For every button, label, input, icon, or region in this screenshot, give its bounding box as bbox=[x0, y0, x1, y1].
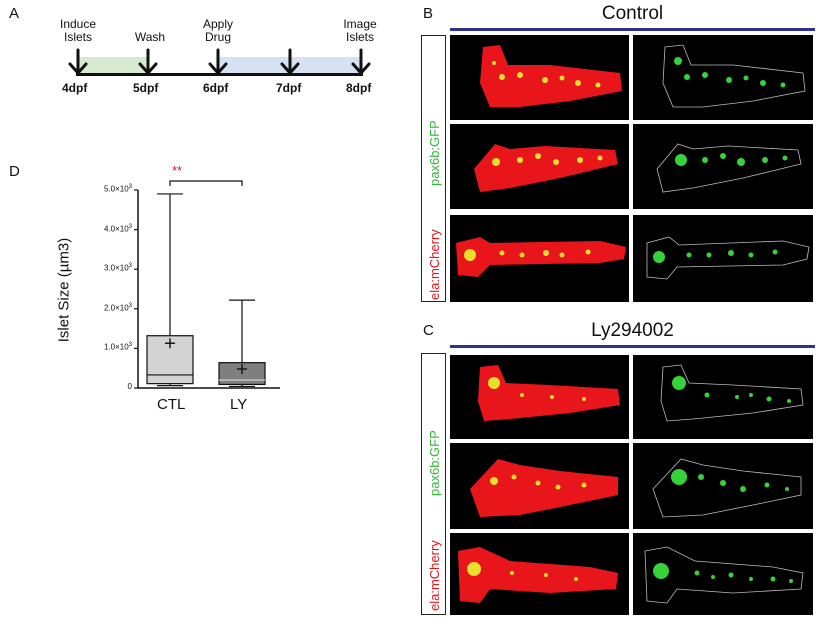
channel-label-mcherry: ela:mCherry bbox=[427, 229, 442, 300]
box-ly bbox=[218, 299, 266, 388]
arrow-down-icon bbox=[280, 48, 300, 75]
control-merge-image-2 bbox=[450, 124, 629, 209]
control-merge-image-1 bbox=[450, 35, 629, 120]
control-merge-image-3 bbox=[450, 215, 629, 302]
channel-label-mcherry: ela:mCherry bbox=[427, 540, 442, 611]
y-tick-label: 2.0×103 bbox=[103, 302, 132, 313]
day-label: 4dpf bbox=[62, 81, 88, 95]
panel-c-label: C bbox=[423, 322, 434, 339]
arrow-down-icon bbox=[208, 48, 228, 75]
y-tick-label: 5.0×103 bbox=[103, 184, 132, 194]
y-tick-label: 4.0×103 bbox=[103, 223, 132, 234]
channel-label-gfp: pax6b:GFP bbox=[427, 120, 442, 186]
ly-gfp-image-1 bbox=[633, 355, 813, 439]
significance-marker: ** bbox=[172, 163, 183, 178]
y-tick-label: 0 bbox=[127, 382, 132, 391]
event-label-wash: Wash bbox=[134, 30, 166, 44]
panel-b-title-bar bbox=[450, 28, 815, 31]
arrow-down-icon bbox=[138, 48, 158, 75]
panel-c-title-bar bbox=[450, 345, 815, 348]
panel-b-channel-key: pax6b:GFP ela:mCherry bbox=[421, 35, 446, 302]
y-tick-label: 3.0×103 bbox=[103, 263, 132, 273]
induce-period-band bbox=[78, 57, 149, 75]
panel-a-label: A bbox=[9, 5, 20, 22]
box-plot bbox=[134, 180, 280, 389]
category-label-ctl: CTL bbox=[157, 396, 186, 413]
channel-label-gfp: pax6b:GFP bbox=[427, 430, 442, 496]
timeline-arrows bbox=[68, 48, 371, 75]
timeline-axis bbox=[76, 73, 363, 76]
category-label-ly: LY bbox=[230, 396, 248, 413]
day-label: 5dpf bbox=[133, 81, 159, 95]
arrow-down-icon bbox=[68, 48, 88, 75]
ly-gfp-image-3 bbox=[633, 533, 813, 615]
panel-b-label: B bbox=[423, 5, 434, 22]
significance-bracket bbox=[169, 180, 243, 186]
box-ctl bbox=[146, 193, 194, 387]
ly-merge-image-1 bbox=[450, 355, 629, 439]
panel-c-channel-key: pax6b:GFP ela:mCherry bbox=[421, 353, 446, 615]
y-tick-label: 1.0×103 bbox=[103, 342, 132, 353]
ly-merge-image-3 bbox=[450, 533, 629, 615]
panel-c-title: Ly294002 bbox=[591, 320, 674, 341]
panel-d-label: D bbox=[9, 163, 20, 180]
control-gfp-image-3 bbox=[633, 215, 813, 302]
panel-b-title: Control bbox=[601, 3, 664, 24]
day-label: 8dpf bbox=[346, 81, 372, 95]
day-label: 7dpf bbox=[276, 81, 302, 95]
control-gfp-image-2 bbox=[633, 124, 813, 209]
ly-merge-image-2 bbox=[450, 443, 629, 529]
day-label: 6dpf bbox=[203, 81, 229, 95]
control-gfp-image-1 bbox=[633, 35, 813, 120]
ly-gfp-image-2 bbox=[633, 443, 813, 529]
arrow-down-icon bbox=[351, 48, 371, 75]
